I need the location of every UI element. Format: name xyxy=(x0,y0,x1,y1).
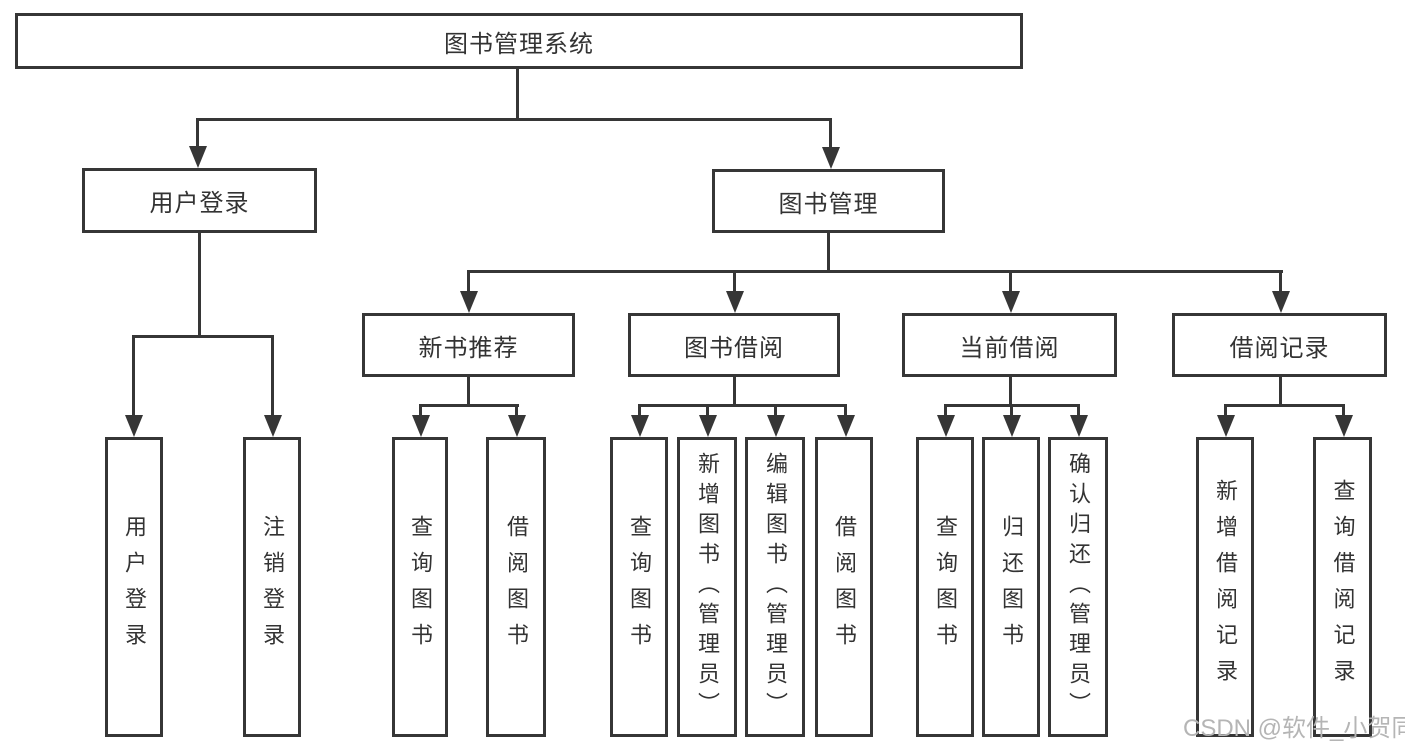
arrow-down-icon xyxy=(1003,415,1021,437)
leaf-edit-books-admin: 编辑图书（管理员） xyxy=(745,437,805,737)
arrow-down-icon xyxy=(937,415,955,437)
arrow-down-icon xyxy=(631,415,649,437)
connector-line xyxy=(706,404,709,416)
connector-line xyxy=(271,335,274,415)
leaf-logout: 注销登录 xyxy=(243,437,301,737)
arrow-down-icon xyxy=(508,415,526,437)
arrow-down-icon xyxy=(822,147,840,169)
leaf-user-login: 用户登录 xyxy=(105,437,163,737)
connector-line xyxy=(515,404,518,416)
leaf-query-borrow-record: 查询借阅记录 xyxy=(1313,437,1372,737)
connector-line xyxy=(1009,377,1012,407)
node-book-management: 图书管理 xyxy=(712,169,945,233)
arrow-down-icon xyxy=(1272,291,1290,313)
arrow-down-icon xyxy=(726,291,744,313)
connector-line xyxy=(827,233,830,272)
connector-line xyxy=(844,404,847,416)
connector-line xyxy=(1009,270,1012,292)
connector-line xyxy=(638,404,641,416)
arrow-down-icon xyxy=(189,146,207,168)
node-current-borrowing-label: 当前借阅 xyxy=(959,334,1060,362)
node-current-borrowing: 当前借阅 xyxy=(902,313,1117,377)
node-book-management-label: 图书管理 xyxy=(778,190,879,218)
leaf-query-books-1-label: 查询图书 xyxy=(408,515,433,659)
connector-line xyxy=(1010,404,1013,416)
arrow-down-icon xyxy=(264,415,282,437)
connector-line xyxy=(733,270,736,292)
arrow-down-icon xyxy=(412,415,430,437)
leaf-add-borrow-record-label: 新增借阅记录 xyxy=(1213,479,1238,695)
node-borrow-records: 借阅记录 xyxy=(1172,313,1387,377)
node-root: 图书管理系统 xyxy=(15,13,1023,69)
node-new-book-recommend-label: 新书推荐 xyxy=(418,334,519,362)
connector-line xyxy=(1279,377,1282,407)
leaf-logout-label: 注销登录 xyxy=(260,515,285,659)
arrow-down-icon xyxy=(837,415,855,437)
leaf-confirm-return-admin-label: 确认归还（管理员） xyxy=(1066,452,1091,722)
arrow-down-icon xyxy=(1335,415,1353,437)
arrow-down-icon xyxy=(125,415,143,437)
leaf-user-login-label: 用户登录 xyxy=(122,515,147,659)
connector-line xyxy=(944,404,947,416)
connector-line xyxy=(1279,270,1282,292)
arrow-down-icon xyxy=(767,415,785,437)
connector-line xyxy=(733,377,736,407)
connector-line xyxy=(132,335,274,338)
connector-line xyxy=(198,232,201,337)
node-user-login-label: 用户登录 xyxy=(149,190,250,217)
leaf-borrow-books-1-label: 借阅图书 xyxy=(504,515,529,659)
arrow-down-icon xyxy=(1217,415,1235,437)
arrow-down-icon xyxy=(460,291,478,313)
leaf-query-books-3: 查询图书 xyxy=(916,437,974,737)
connector-line xyxy=(638,404,847,407)
connector-line xyxy=(467,270,470,292)
leaf-add-books-admin: 新增图书（管理员） xyxy=(677,437,737,737)
connector-line xyxy=(1342,404,1345,416)
node-book-borrowing-label: 图书借阅 xyxy=(684,334,784,362)
node-book-borrowing: 图书借阅 xyxy=(628,313,840,377)
leaf-query-books-3-label: 查询图书 xyxy=(933,515,958,659)
csdn-watermark: CSDN @软件_小贺同学 xyxy=(1183,715,1405,742)
leaf-query-books-2: 查询图书 xyxy=(610,437,668,737)
node-root-label: 图书管理系统 xyxy=(444,30,594,58)
leaf-query-borrow-record-label: 查询借阅记录 xyxy=(1330,479,1356,695)
leaf-confirm-return-admin: 确认归还（管理员） xyxy=(1048,437,1108,737)
connector-line xyxy=(1224,404,1345,407)
connector-line xyxy=(196,118,832,121)
node-user-login: 用户登录 xyxy=(82,168,317,233)
leaf-query-books-1: 查询图书 xyxy=(392,437,448,737)
connector-line xyxy=(1224,404,1227,416)
arrow-down-icon xyxy=(1070,415,1088,437)
leaf-add-books-admin-label: 新增图书（管理员） xyxy=(695,452,720,722)
node-new-book-recommend: 新书推荐 xyxy=(362,313,575,377)
arrow-down-icon xyxy=(1002,291,1020,313)
connector-line xyxy=(467,377,470,407)
leaf-add-borrow-record: 新增借阅记录 xyxy=(1196,437,1254,737)
leaf-edit-books-admin-label: 编辑图书（管理员） xyxy=(763,452,788,722)
node-borrow-records-label: 借阅记录 xyxy=(1229,334,1330,362)
leaf-return-books-label: 归还图书 xyxy=(999,515,1024,659)
connector-line xyxy=(516,68,519,120)
connector-line xyxy=(196,118,199,148)
leaf-return-books: 归还图书 xyxy=(982,437,1040,737)
leaf-borrow-books-1: 借阅图书 xyxy=(486,437,546,737)
connector-line xyxy=(419,404,519,407)
leaf-query-books-2-label: 查询图书 xyxy=(627,515,652,659)
connector-line xyxy=(467,270,1283,273)
connector-line xyxy=(1077,404,1080,416)
arrow-down-icon xyxy=(699,415,717,437)
connector-line xyxy=(774,404,777,416)
connector-line xyxy=(829,118,832,148)
leaf-borrow-books-2-label: 借阅图书 xyxy=(832,515,857,659)
connector-line xyxy=(132,335,135,415)
leaf-borrow-books-2: 借阅图书 xyxy=(815,437,873,737)
connector-line xyxy=(419,404,422,416)
